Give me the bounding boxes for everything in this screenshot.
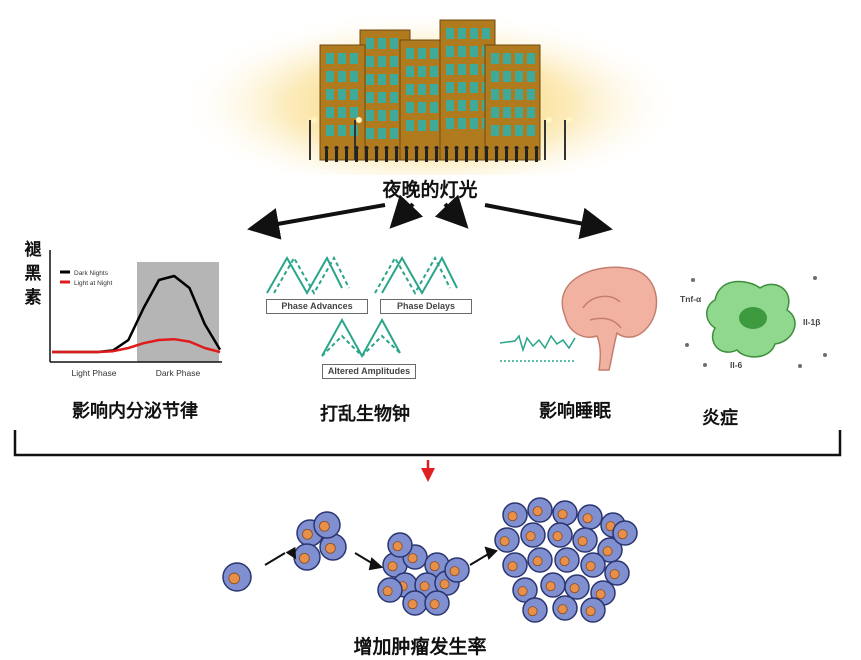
panel-phase-delays: Phase Delays — [380, 299, 472, 314]
inflammation-cell: Tnf-α Il-1β Il-6 — [680, 276, 827, 370]
effect-label-endocrine: 影响内分泌节律 — [72, 401, 198, 422]
arrow-to-endocrine — [247, 203, 386, 240]
legend-dark-nights: Dark Nights — [74, 270, 109, 277]
effect-label-inflammation: 炎症 — [702, 408, 738, 429]
series-line-2 — [52, 337, 221, 354]
outcome-arrow — [421, 468, 435, 482]
arrow-to-clock — [389, 194, 424, 229]
outcome-label: 增加肿瘤发生率 — [353, 636, 487, 658]
building — [319, 44, 366, 161]
side-char-2: 黑 — [24, 264, 42, 284]
circadian-waves — [266, 255, 458, 359]
side-char-3: 素 — [24, 288, 42, 308]
side-char-1: 褪 — [24, 240, 42, 260]
panel-altered-amplitudes: Altered Amplitudes — [322, 364, 416, 379]
brain-illustration — [499, 266, 658, 371]
dark-phase-shade — [137, 262, 219, 362]
effect-label-clock: 打乱生物钟 — [320, 404, 410, 425]
arrow-to-sleep — [434, 194, 469, 229]
legend-light-at-night: Light at Night — [74, 280, 112, 287]
melatonin-chart: Dark Nights Light at Night Light Phase D… — [49, 250, 222, 378]
tick-dark-phase: Dark Phase — [156, 368, 201, 378]
tick-light-phase: Light Phase — [72, 368, 117, 378]
eeg-trace — [499, 334, 576, 353]
tumor-progression — [222, 497, 638, 623]
panel-phase-advances: Phase Advances — [266, 299, 368, 314]
cytokine-il6: Il-6 — [730, 360, 743, 370]
city-light-illustration — [170, 0, 690, 190]
branch-arrows — [247, 194, 613, 240]
cytokine-tnf: Tnf-α — [680, 294, 702, 304]
brain-shape — [561, 266, 658, 371]
effect-label-sleep: 影响睡眠 — [539, 401, 611, 422]
arrow-to-inflammation — [484, 203, 613, 240]
cell-nucleus — [739, 307, 767, 329]
cytokine-il1b: Il-1β — [803, 317, 820, 327]
melatonin-axis-label: 褪 黑 素 — [22, 238, 44, 310]
building — [484, 44, 541, 161]
